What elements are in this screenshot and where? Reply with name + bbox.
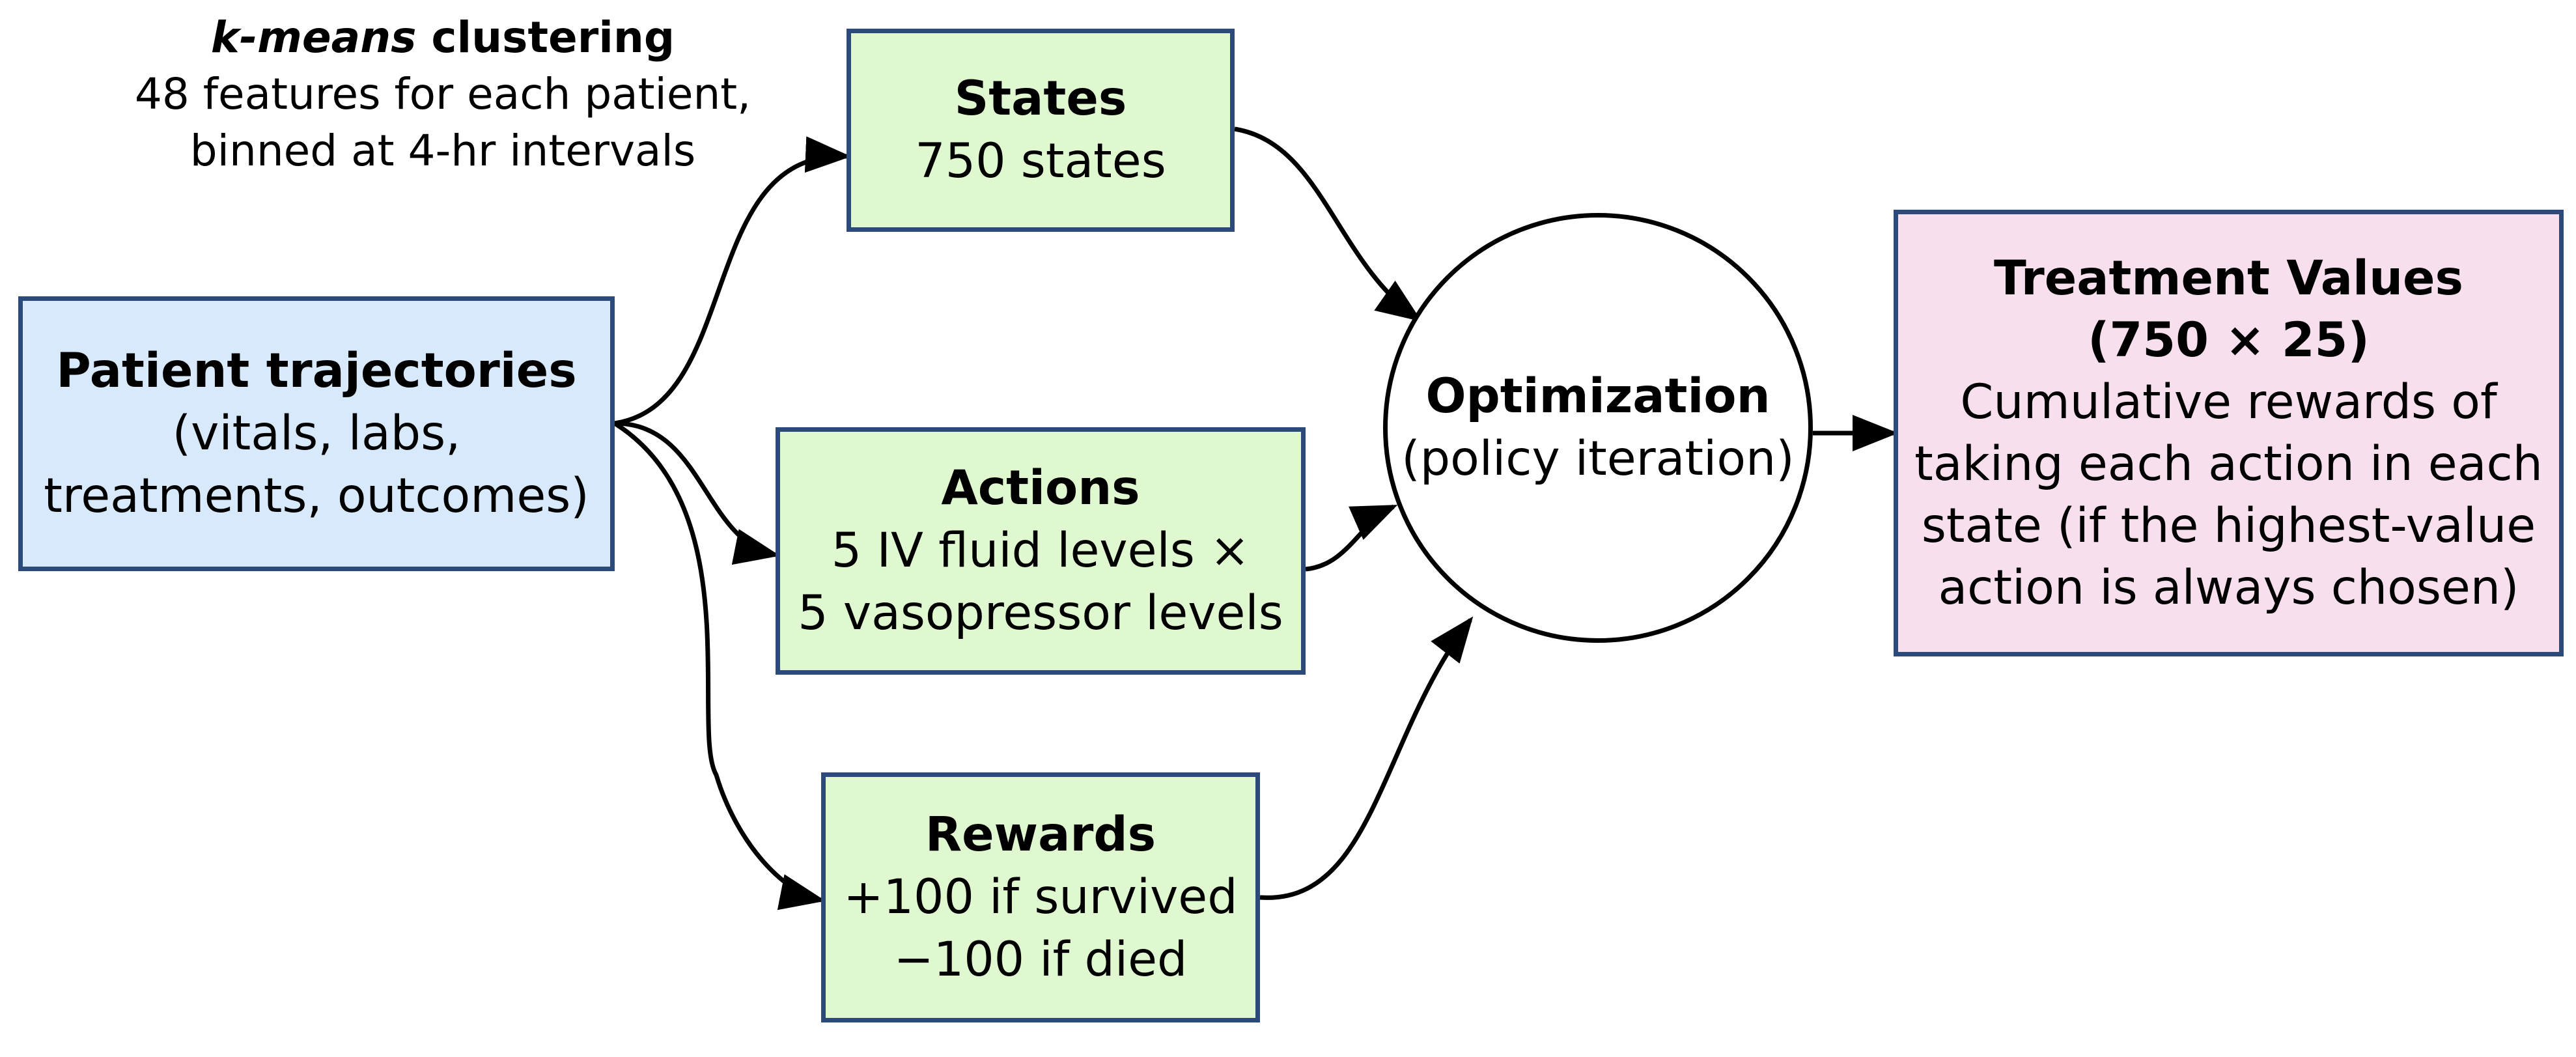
states-box: States 750 states bbox=[847, 29, 1235, 232]
arrow-patient-to-states bbox=[614, 136, 851, 426]
treatment-values-title: Treatment Values bbox=[1993, 251, 2464, 306]
treatment-values-line1: Cumulative rewards of bbox=[1960, 374, 2497, 430]
actions-title: Actions bbox=[941, 460, 1140, 516]
treatment-values-box: Treatment Values (750 × 25) Cumulative r… bbox=[1894, 210, 2564, 656]
states-count: 750 states bbox=[915, 134, 1166, 189]
arrow-rewards-to-optimization bbox=[1259, 616, 1474, 900]
optimization-title: Optimization bbox=[1425, 369, 1771, 424]
clustering-annotation: k-means clustering 48 features for each … bbox=[117, 9, 768, 179]
rewards-died: −100 if died bbox=[893, 932, 1188, 987]
actions-line2: 5 vasopressor levels bbox=[798, 585, 1283, 641]
clustering-title: k-means clustering bbox=[117, 9, 768, 66]
optimization-method: (policy iteration) bbox=[1401, 431, 1795, 486]
treatment-values-dimensions: (750 × 25) bbox=[2088, 313, 2370, 368]
arrow-patient-to-actions bbox=[614, 421, 780, 565]
actions-line1: 5 IV fluid levels × bbox=[831, 523, 1250, 578]
states-title: States bbox=[954, 71, 1127, 126]
actions-box: Actions 5 IV fluid levels × 5 vasopresso… bbox=[776, 427, 1306, 675]
patient-trajectories-title: Patient trajectories bbox=[56, 343, 577, 399]
patient-trajectories-line1: (vitals, labs, bbox=[172, 406, 461, 461]
treatment-values-line4: action is always chosen) bbox=[1938, 560, 2519, 615]
clustering-features-text: 48 features for each patient, bbox=[134, 69, 751, 119]
rewards-box: Rewards +100 if survived −100 if died bbox=[821, 772, 1260, 1022]
patient-trajectories-box: Patient trajectories (vitals, labs, trea… bbox=[18, 296, 615, 571]
patient-trajectories-line2: treatments, outcomes) bbox=[44, 468, 589, 524]
rewards-survived: +100 if survived bbox=[843, 869, 1238, 925]
treatment-values-line2: taking each action in each bbox=[1914, 436, 2543, 492]
clustering-method: k-means bbox=[210, 12, 417, 63]
clustering-binning-text: binned at 4-hr intervals bbox=[189, 126, 696, 176]
rewards-title: Rewards bbox=[925, 807, 1156, 862]
arrow-patient-to-rewards bbox=[613, 421, 826, 910]
optimization-circle: Optimization (policy iteration) bbox=[1383, 213, 1813, 643]
clustering-title-rest: clustering bbox=[416, 12, 675, 63]
arrow-actions-to-optimization bbox=[1305, 504, 1398, 572]
treatment-values-line3: state (if the highest-value bbox=[1921, 498, 2536, 554]
arrow-states-to-optimization bbox=[1234, 126, 1422, 322]
